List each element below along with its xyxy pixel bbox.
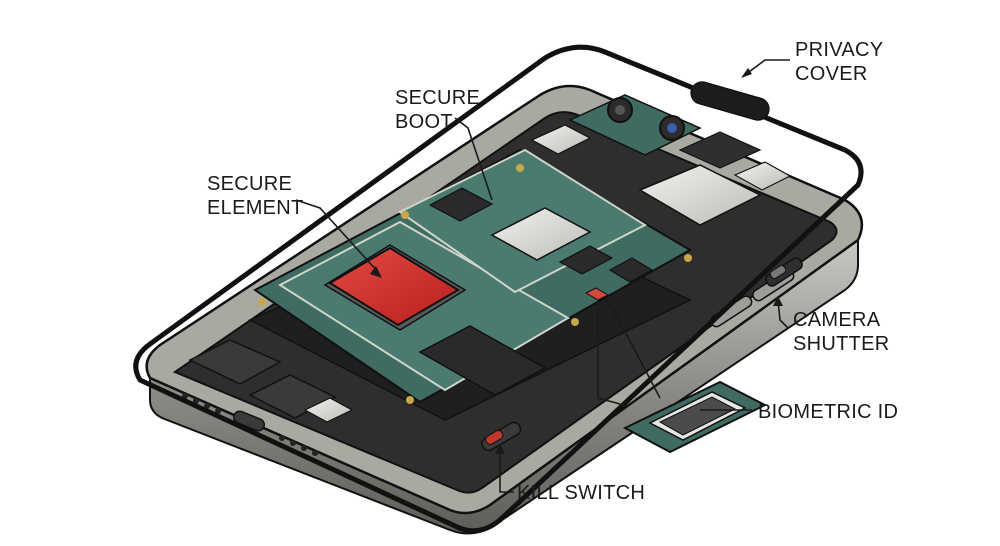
svg-text:SHUTTER: SHUTTER xyxy=(793,333,890,355)
svg-text:CAMERA: CAMERA xyxy=(793,309,881,331)
secure-element-chip xyxy=(323,244,467,331)
svg-text:SECURE: SECURE xyxy=(207,173,292,195)
biometric-sensor xyxy=(622,380,768,454)
label-kill-switch: KILL SWITCH xyxy=(517,482,645,504)
camera-module xyxy=(530,94,792,226)
label-camera-shutter: CAMERA SHUTTER xyxy=(793,309,890,355)
svg-text:BOOT: BOOT xyxy=(395,111,453,133)
label-privacy-cover: PRIVACY COVER xyxy=(795,39,883,85)
camera-shutter-switch xyxy=(765,257,803,287)
label-secure-boot: SECURE BOOT xyxy=(395,87,480,133)
bottom-ports xyxy=(182,393,318,456)
svg-text:PRIVACY: PRIVACY xyxy=(795,39,883,61)
label-biometric-id: BIOMETRIC ID xyxy=(758,401,898,423)
kill-switch xyxy=(481,421,522,452)
privacy-cover-slider xyxy=(690,81,770,121)
svg-text:COVER: COVER xyxy=(795,63,868,85)
leader-lines xyxy=(295,59,790,493)
svg-text:SECURE: SECURE xyxy=(395,87,480,109)
lower-components xyxy=(188,339,354,423)
label-secure-element: SECURE ELEMENT xyxy=(207,173,304,219)
svg-text:ELEMENT: ELEMENT xyxy=(207,197,304,219)
